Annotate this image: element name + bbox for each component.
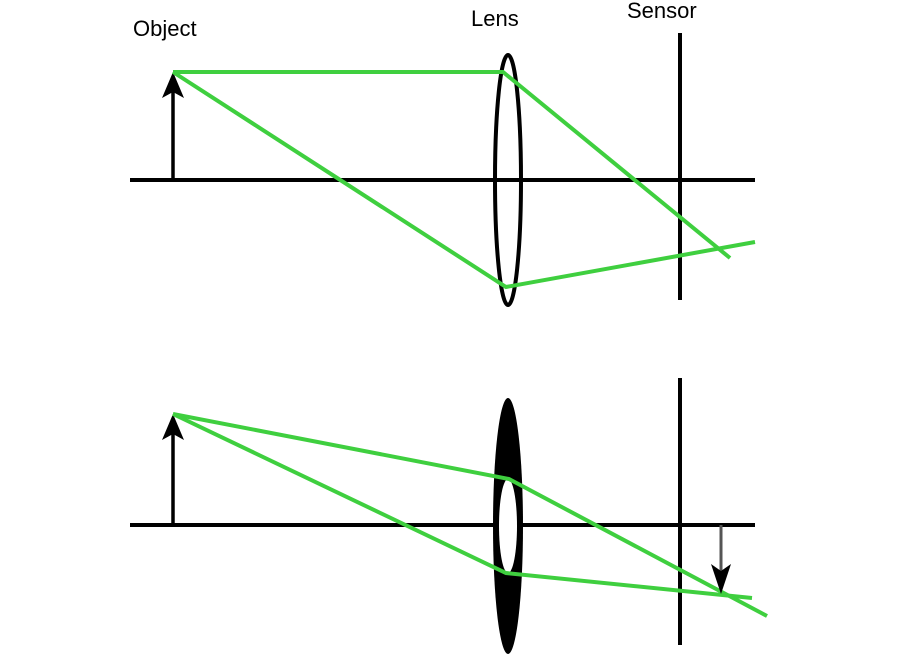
bottom-image-arrow [711,525,731,594]
sensor-label: Sensor [627,0,697,23]
top-rays [171,70,756,290]
top-ray-oblique [171,70,756,290]
lens-label: Lens [471,6,519,31]
top-ray-parallel [173,70,732,260]
top-thin-lens [493,53,523,307]
bottom-thick-lens-inner [499,479,517,573]
bottom-ray-lower [172,412,753,600]
bottom-rays [172,412,768,618]
object-label: Object [133,16,197,41]
bottom-panel [130,378,768,654]
top-panel [130,33,756,307]
top-object-arrow [162,72,184,180]
bottom-object-arrow [162,414,184,525]
bottom-ray-upper [172,412,768,618]
